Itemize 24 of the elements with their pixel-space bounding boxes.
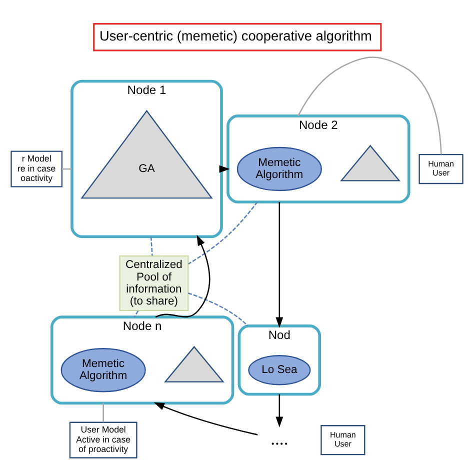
node-triangle <box>164 346 224 382</box>
node-box: Centralized Pool of information (to share) <box>119 255 189 312</box>
arrow <box>219 165 230 173</box>
node-text: .... <box>270 428 288 449</box>
node-box: User Model Active in case of proactivity <box>69 422 138 458</box>
connector <box>188 202 258 264</box>
connector <box>298 56 442 154</box>
node-box: Human User <box>418 154 464 184</box>
connector <box>188 292 248 326</box>
connector <box>134 310 139 318</box>
arrow <box>155 234 210 318</box>
arrow <box>276 202 284 328</box>
diagram-title: User-centric (memetic) cooperative algorithm <box>100 28 372 44</box>
connector <box>102 403 104 422</box>
node-ellipse: Lo Sea <box>248 355 311 386</box>
connector <box>62 168 72 170</box>
node-box: r Model re in case oactivity <box>10 150 63 188</box>
node-ellipse: Memetic Algorithm <box>236 146 322 192</box>
connector <box>150 236 153 256</box>
node-ellipse: Memetic Algorithm <box>60 348 146 392</box>
arrow <box>154 402 258 436</box>
arrow <box>276 394 284 428</box>
node-triangle <box>340 144 400 182</box>
node-box: Human User <box>320 425 366 456</box>
